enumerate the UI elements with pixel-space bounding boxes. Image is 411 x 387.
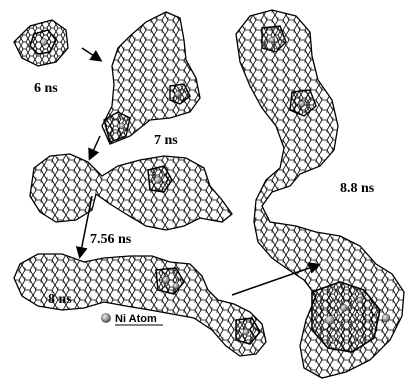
arrow-6-to-7 [82, 48, 100, 60]
ni-atom [269, 37, 275, 43]
ni-atom [341, 305, 348, 312]
time-label-6ns: 6 ns [34, 81, 58, 96]
ni-atom [382, 314, 390, 322]
arrow-7-to-7.56 [90, 136, 100, 158]
time-label-7.56ns: 7.56 ns [90, 232, 132, 247]
ni-atom [41, 39, 48, 46]
time-label-8.8ns: 8.8 ns [340, 181, 375, 196]
ni-atom [163, 277, 170, 284]
legend-label: Ni Atom [115, 313, 157, 325]
time-label-8ns: 8 ns [48, 292, 72, 307]
ni-atom [243, 329, 249, 335]
legend: Ni Atom [102, 313, 164, 325]
structure-7ns [102, 12, 200, 144]
time-label-7ns: 7 ns [154, 133, 178, 148]
ni-atom-legend-icon [102, 314, 111, 323]
ni-atom [119, 123, 125, 129]
structure-7.56ns [30, 154, 232, 230]
ni-atom [357, 297, 363, 303]
ni-atom [155, 177, 162, 184]
ni-atom [326, 316, 335, 325]
ni-atom [175, 91, 181, 97]
ni-atom [173, 283, 179, 289]
ni-atom [299, 101, 305, 107]
